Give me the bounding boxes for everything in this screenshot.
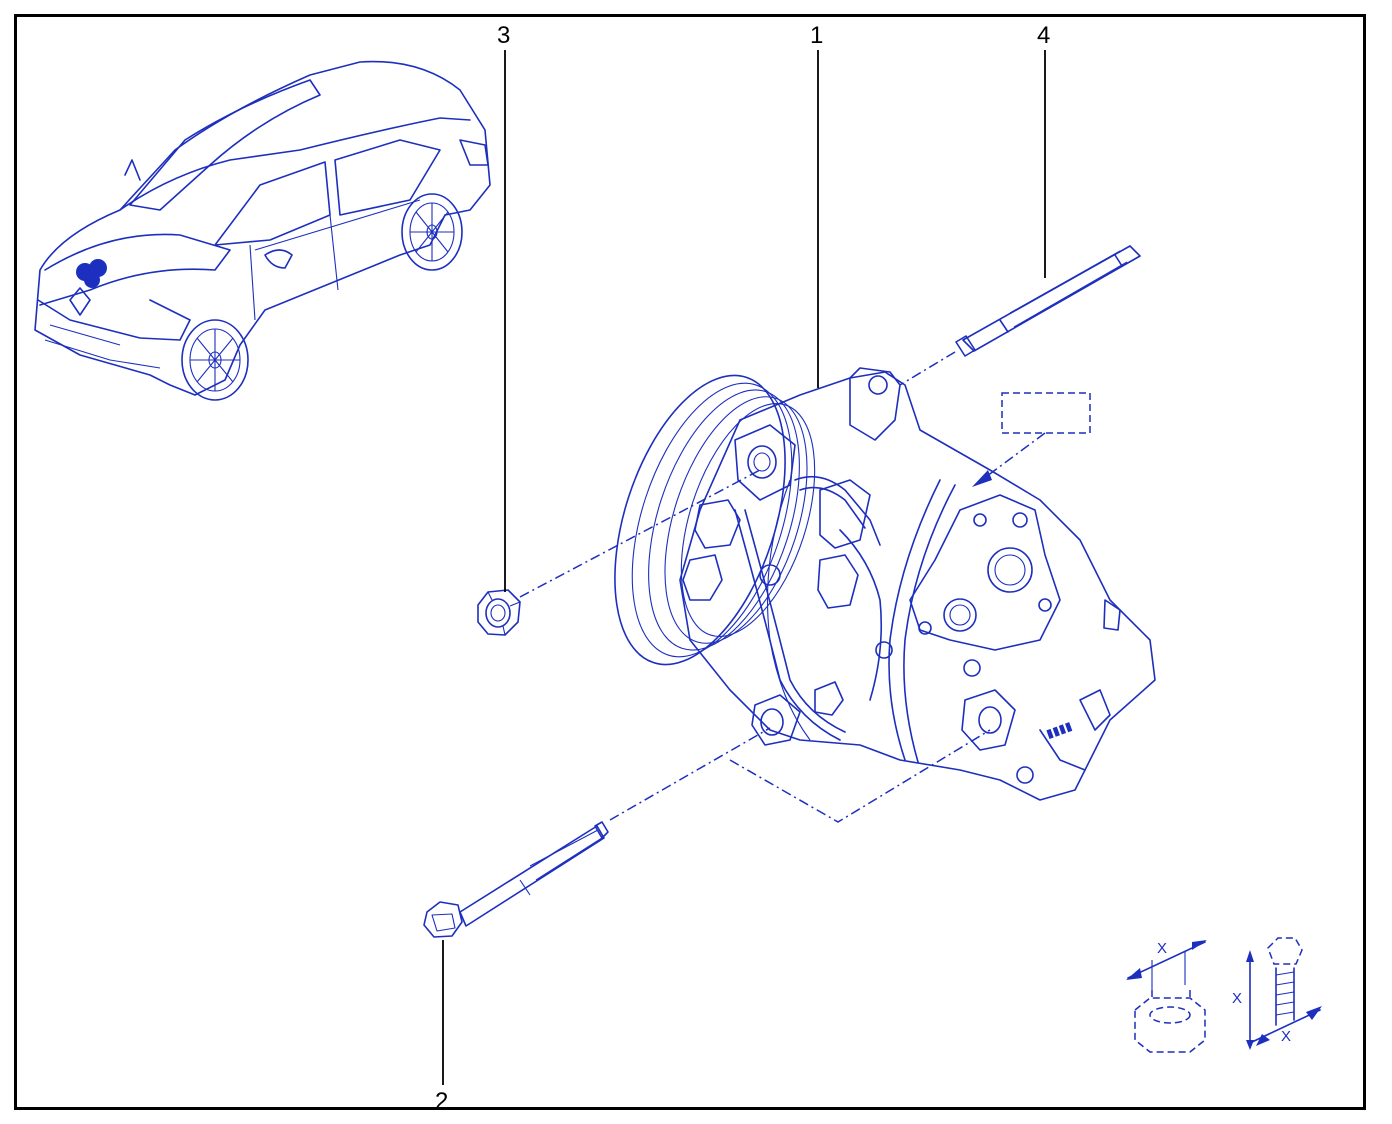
part-2-bolt xyxy=(423,821,609,938)
part-3-axis-line xyxy=(519,469,761,598)
connector-placeholder-box xyxy=(972,392,1091,487)
front-wheel xyxy=(181,319,249,401)
nut-measurement-icon xyxy=(1126,940,1207,1053)
nut-dimension-label: X xyxy=(1157,940,1168,957)
bolt-measurement-icon xyxy=(1246,937,1322,1050)
engine-area-marker-icon xyxy=(76,259,107,288)
svg-text:▮▮▮▮: ▮▮▮▮ xyxy=(1044,719,1074,741)
fastener-measurement-key xyxy=(1126,937,1322,1053)
vehicle-thumbnail xyxy=(34,60,491,401)
part-2-mount-path xyxy=(729,729,991,823)
part-2-axis-line xyxy=(609,727,771,821)
part-4-axis-line xyxy=(899,351,956,386)
leader-lines xyxy=(442,50,1046,1085)
bolt-thread-dimension-label: X xyxy=(1281,1028,1292,1045)
callout-3: 3 xyxy=(497,22,511,49)
part-3-nut xyxy=(477,589,521,636)
diagram-frame xyxy=(14,14,1366,1110)
bolt-length-dimension-label: X xyxy=(1232,990,1243,1007)
rear-wheel xyxy=(401,193,463,271)
callout-2: 2 xyxy=(435,1088,449,1115)
callout-1: 1 xyxy=(810,22,824,49)
callout-4: 4 xyxy=(1037,22,1051,49)
part-1-ac-compressor: ▮▮▮▮ xyxy=(614,367,1156,801)
part-4-stud xyxy=(955,245,1141,357)
